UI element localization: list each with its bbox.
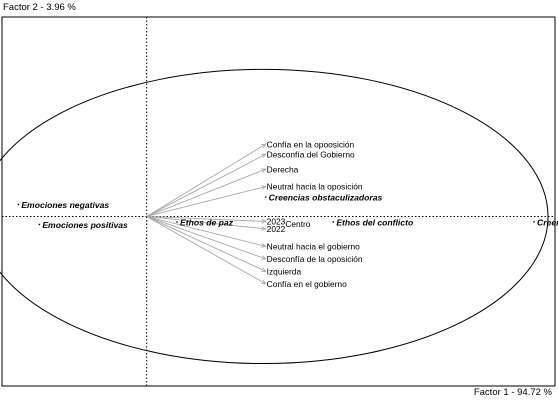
vector-line-10 <box>146 216 266 285</box>
vector-label: 2022 <box>267 224 286 234</box>
point-label: Ethos de paz <box>180 217 234 227</box>
point-marker-5 <box>533 221 535 223</box>
vector-label: Desconfía de la oposición <box>267 254 363 264</box>
vector-label: Izquierda <box>267 267 302 277</box>
vector-line-7 <box>146 216 266 247</box>
axis-lines-layer <box>2 17 555 386</box>
vector-label: Centro <box>285 219 310 229</box>
vector-line-9 <box>146 216 266 272</box>
vector-arrowhead-8 <box>261 255 267 260</box>
point-marker-2 <box>176 221 178 223</box>
vector-label: Derecha <box>267 164 299 174</box>
vector-line-2 <box>146 168 266 217</box>
vector-label: Desconfía del Gobierno <box>267 149 355 159</box>
point-marker-0 <box>17 203 20 206</box>
point-marker-4 <box>332 221 335 223</box>
vector-arrowhead-6 <box>261 226 267 231</box>
vector-line-6 <box>146 216 266 230</box>
vector-line-0 <box>146 143 266 217</box>
vector-label: 2023 <box>267 217 286 227</box>
confidence-ellipse-layer <box>0 68 549 365</box>
y-axis-title: Factor 2 - 3.96 % <box>3 2 76 13</box>
vector-arrowhead-9 <box>261 267 267 272</box>
vector-label: Confía en el gobierno <box>267 279 347 289</box>
vector-arrowhead-1 <box>261 153 267 159</box>
vector-arrowhead-3 <box>261 185 267 190</box>
point-marker-3 <box>264 196 267 198</box>
vector-arrowhead-10 <box>261 279 267 285</box>
vector-arrowhead-2 <box>261 168 267 173</box>
point-label: Emociones positivas <box>42 220 128 230</box>
vector-label: Neutral hacia la oposición <box>267 182 363 192</box>
x-axis-title: Factor 1 - 94.72 % <box>473 387 552 398</box>
vector-label: Neutral hacia el gobierno <box>267 242 360 252</box>
vector-line-8 <box>146 216 266 260</box>
plot-frame-layer <box>1 16 556 387</box>
vector-arrowhead-0 <box>261 143 267 149</box>
vector-line-4 <box>146 216 266 222</box>
plot-frame <box>1 16 556 387</box>
vector-arrowhead-7 <box>261 243 267 248</box>
point-label: Emociones negativas <box>21 200 109 210</box>
confidence-ellipse <box>0 68 549 365</box>
vector-arrowhead-4 <box>261 218 267 224</box>
point-label: Ethos del conflicto <box>336 217 413 227</box>
vector-line-1 <box>146 153 266 217</box>
point-marker-1 <box>38 223 41 226</box>
point-label: Creencias instigadoras <box>537 217 558 227</box>
vector-line-3 <box>146 186 266 217</box>
vector-label: Confía en la opoosición <box>267 139 355 149</box>
point-label: Creencias obstaculizadoras <box>269 193 383 203</box>
